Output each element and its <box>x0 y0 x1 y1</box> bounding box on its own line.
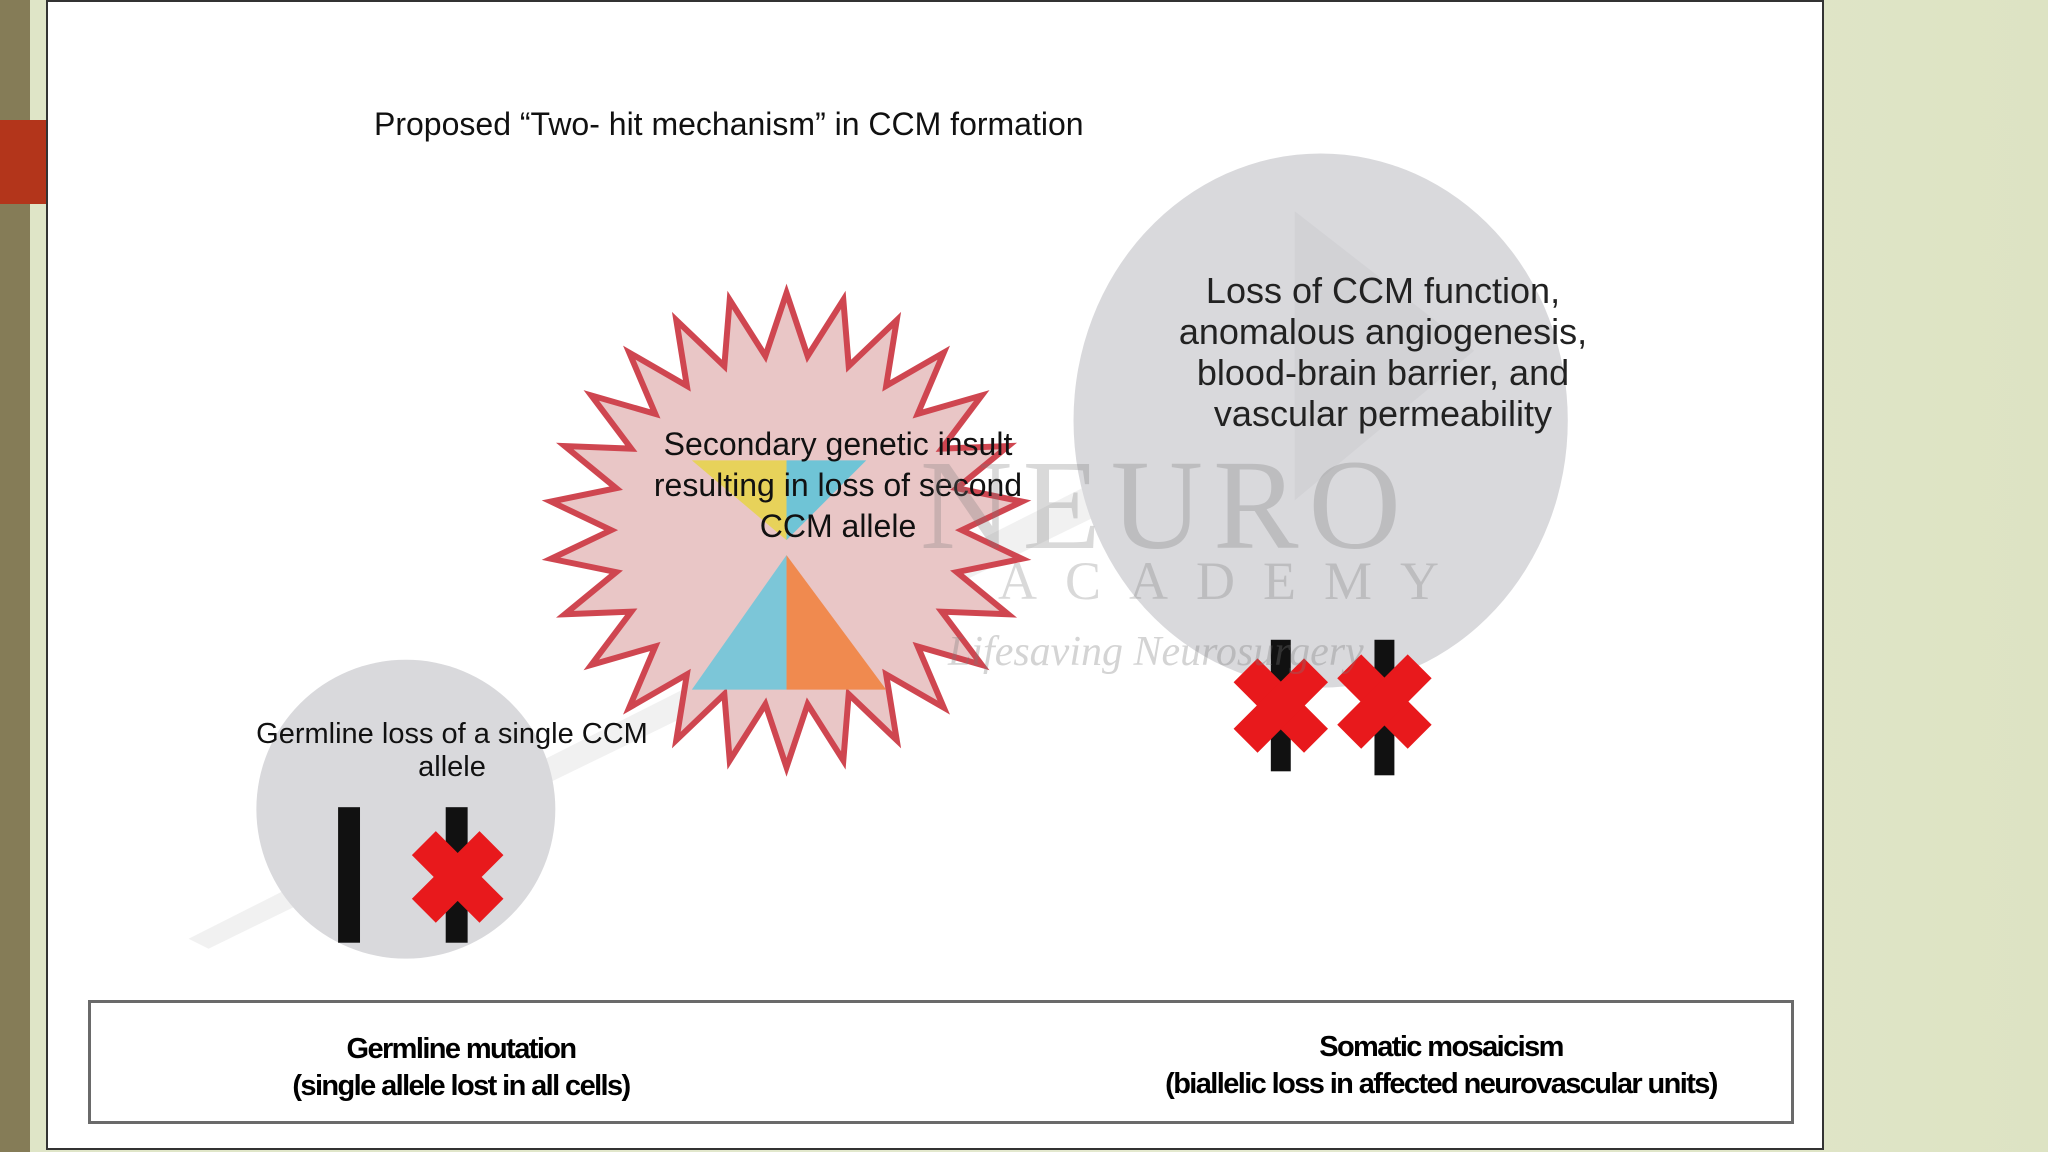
page-title: Proposed “Two- hit mechanism” in CCM for… <box>374 106 1084 142</box>
secondary-insult-label: Secondary genetic insult resulting in lo… <box>653 426 1023 544</box>
loss-circle-arrow-shadow <box>1294 211 1475 501</box>
germline-stage-label: Germline loss of a single CCM allele <box>256 718 648 784</box>
timeline-right-title: Somatic mosaicism <box>1319 1031 1564 1063</box>
timeline-left-label: Germline mutation (single allele lost in… <box>221 1031 701 1104</box>
germline-circle <box>256 659 556 959</box>
cross-icon <box>1337 654 1432 749</box>
loss-of-function-label: Loss of CCM function, anomalous angiogen… <box>1178 270 1588 435</box>
diagram-graphics <box>188 153 1568 1102</box>
cross-icon <box>1233 658 1329 753</box>
cross-icon <box>411 831 504 923</box>
left-accent-tab <box>0 120 46 204</box>
starburst-icon <box>541 283 1032 777</box>
timeline-right-subtitle: (biallelic loss in affected neurovascula… <box>1165 1067 1718 1100</box>
timeline-left-subtitle: (single allele lost in all cells) <box>292 1069 631 1102</box>
x-chromosome-right-bottom <box>786 555 887 690</box>
timeline-box: Germline mutation (single allele lost in… <box>88 1000 1794 1124</box>
slide: Proposed “Two- hit mechanism” in CCM for… <box>46 0 1824 1150</box>
timeline-left-title: Germline mutation <box>346 1033 578 1065</box>
timeline-right-label: Somatic mosaicism (biallelic loss in aff… <box>1091 1029 1791 1102</box>
chromosome-icon <box>338 807 361 943</box>
